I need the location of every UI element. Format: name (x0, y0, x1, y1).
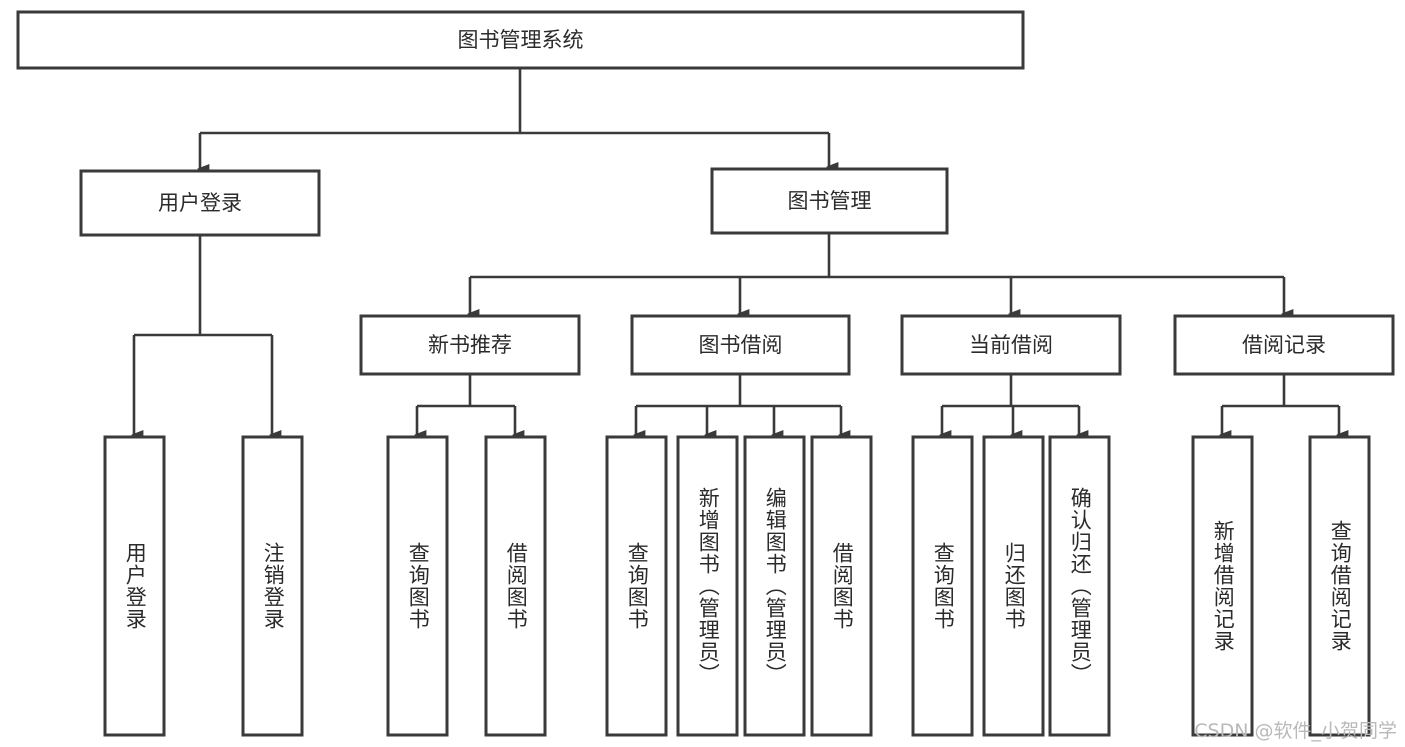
leaf-box-归还图书-9[interactable] (982, 435, 1045, 737)
leaf-box-查询借阅记录-12[interactable] (1308, 435, 1371, 737)
leaf-box-确认归还管理员-10[interactable] (1048, 435, 1111, 737)
leaf-box-借阅图书-3[interactable] (484, 435, 547, 737)
node-box-l2-用户登录[interactable] (79, 169, 321, 237)
node-label-l2-图书管理: 图书管理 (788, 189, 872, 213)
leaf-box-查询图书-2[interactable] (386, 435, 449, 737)
leaf-box-新增图书管理员-5[interactable] (676, 435, 739, 737)
node-label-l2-用户登录: 用户登录 (158, 191, 242, 215)
watermark-text: CSDN @软件_小贺同学 (1194, 720, 1397, 742)
leaf-box-新增借阅记录-11[interactable] (1191, 435, 1254, 737)
node-box-l2-图书管理[interactable] (710, 167, 949, 235)
node-box-l3-当前借阅[interactable] (900, 314, 1122, 376)
leaf-box-借阅图书-7[interactable] (810, 435, 873, 737)
node-box-root-图书管理系统[interactable] (16, 10, 1025, 70)
node-label-l3-当前借阅: 当前借阅 (969, 333, 1053, 357)
leaf-box-编辑图书管理员-6[interactable] (743, 435, 806, 737)
node-boxes (16, 10, 1395, 737)
node-box-l3-借阅记录[interactable] (1173, 314, 1395, 376)
node-label-l3-借阅记录: 借阅记录 (1242, 333, 1326, 357)
leaf-box-查询图书-8[interactable] (911, 435, 974, 737)
node-box-l3-图书借阅[interactable] (630, 314, 851, 376)
connector-lines (134, 68, 1339, 435)
node-box-l3-新书推荐[interactable] (359, 314, 581, 376)
node-label-l3-新书推荐: 新书推荐 (428, 333, 512, 357)
node-label-l3-图书借阅: 图书借阅 (699, 333, 783, 357)
leaf-box-用户登录-0[interactable] (103, 435, 166, 737)
leaf-box-查询图书-4[interactable] (605, 435, 668, 737)
node-label-root-图书管理系统: 图书管理系统 (458, 28, 584, 52)
leaf-box-注销登录-1[interactable] (241, 435, 304, 737)
